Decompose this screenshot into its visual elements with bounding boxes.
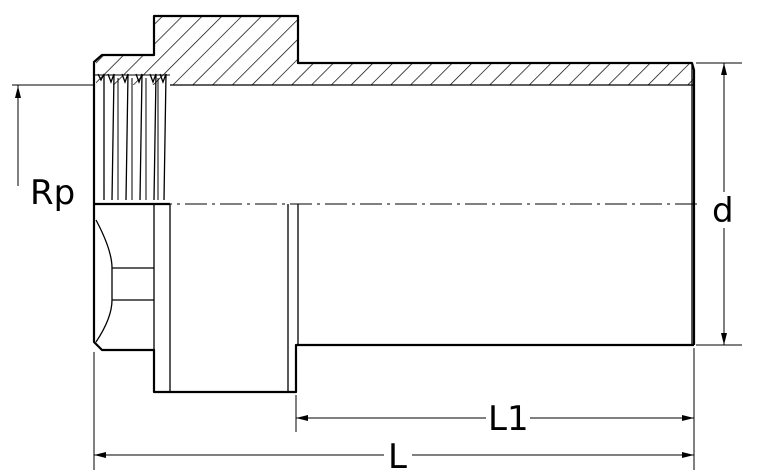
l-label: L xyxy=(388,437,407,474)
rp-dimension xyxy=(12,84,94,186)
l1-label: L1 xyxy=(488,399,529,439)
lower-outline xyxy=(92,204,694,394)
hex-facets xyxy=(95,219,113,343)
upper-section xyxy=(92,14,696,345)
rp-label: Rp xyxy=(30,173,75,213)
d-label: d xyxy=(712,191,734,231)
upper-outline xyxy=(92,14,696,345)
d-dimension xyxy=(696,62,742,346)
thread-grooves xyxy=(94,73,170,201)
l1-dimension xyxy=(295,348,695,432)
l-dimension xyxy=(93,352,695,470)
hatched-wall xyxy=(154,16,694,85)
lower-exterior xyxy=(92,63,694,394)
